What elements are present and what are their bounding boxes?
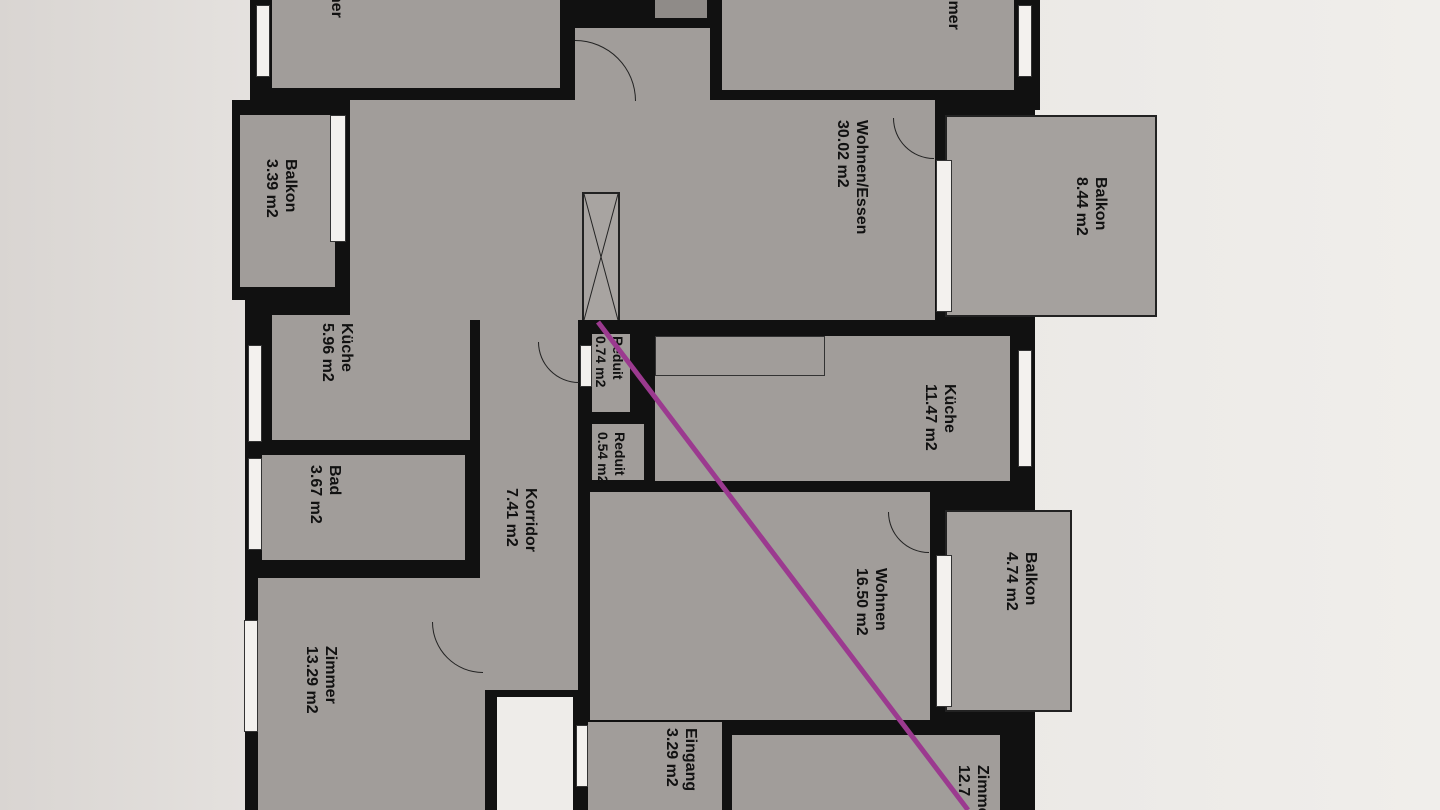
- room-name: Balkon: [1092, 177, 1109, 231]
- room-name: Wohnen: [872, 568, 889, 631]
- shaft: [582, 192, 620, 320]
- room-name: Wohnen/Essen: [853, 120, 870, 235]
- window: [1018, 350, 1032, 467]
- window: [576, 725, 588, 787]
- room-area: 7.41 m2: [503, 488, 520, 547]
- window: [248, 458, 262, 550]
- room-area: 0.74 m2: [593, 336, 609, 388]
- window: [330, 115, 346, 242]
- room-name: Zimmer: [322, 646, 339, 704]
- room-zimmer-top-left: Zimmerm2: [272, 0, 560, 88]
- room-zimmer-top-right: Zimmerm2: [722, 0, 1014, 90]
- entrance-landing: [497, 697, 573, 810]
- room-name: Küche: [941, 384, 958, 433]
- window: [580, 345, 592, 387]
- room-small-top: [655, 0, 707, 18]
- room-area: 12.7: [955, 765, 972, 797]
- room-name: Balkon: [1022, 552, 1039, 606]
- window: [936, 160, 952, 312]
- room-name: Eingang: [682, 728, 699, 792]
- window: [244, 620, 258, 732]
- room-area: 0.54 m2: [595, 432, 611, 484]
- window: [936, 555, 952, 707]
- room-name: Zimmer: [327, 0, 346, 18]
- window: [248, 345, 262, 442]
- room-area: 11.47 m2: [922, 384, 939, 451]
- window: [256, 5, 270, 77]
- room-name: Bad: [326, 465, 343, 496]
- room-name: Balkon: [282, 159, 299, 213]
- room-name: Zimmer: [974, 765, 991, 810]
- room-area: 8.44 m2: [1073, 177, 1090, 236]
- room-name: Zimmer: [945, 0, 962, 30]
- room-area: 4.74 m2: [1003, 552, 1020, 611]
- room-area: 5.96 m2: [319, 323, 336, 382]
- room-name: Küche: [338, 323, 355, 372]
- room-area: 30.02 m2: [834, 120, 851, 188]
- room-area: 16.50 m2: [853, 568, 870, 636]
- window: [1018, 5, 1032, 77]
- room-area: 3.29 m2: [663, 728, 680, 787]
- room-name: Korridor: [522, 488, 539, 552]
- room-area: 3.39 m2: [263, 159, 280, 218]
- kitchen-counter: [655, 336, 825, 376]
- room-name: Reduit: [612, 432, 628, 476]
- room-area: 13.29 m2: [303, 646, 320, 714]
- room-area: 3.67 m2: [307, 465, 324, 524]
